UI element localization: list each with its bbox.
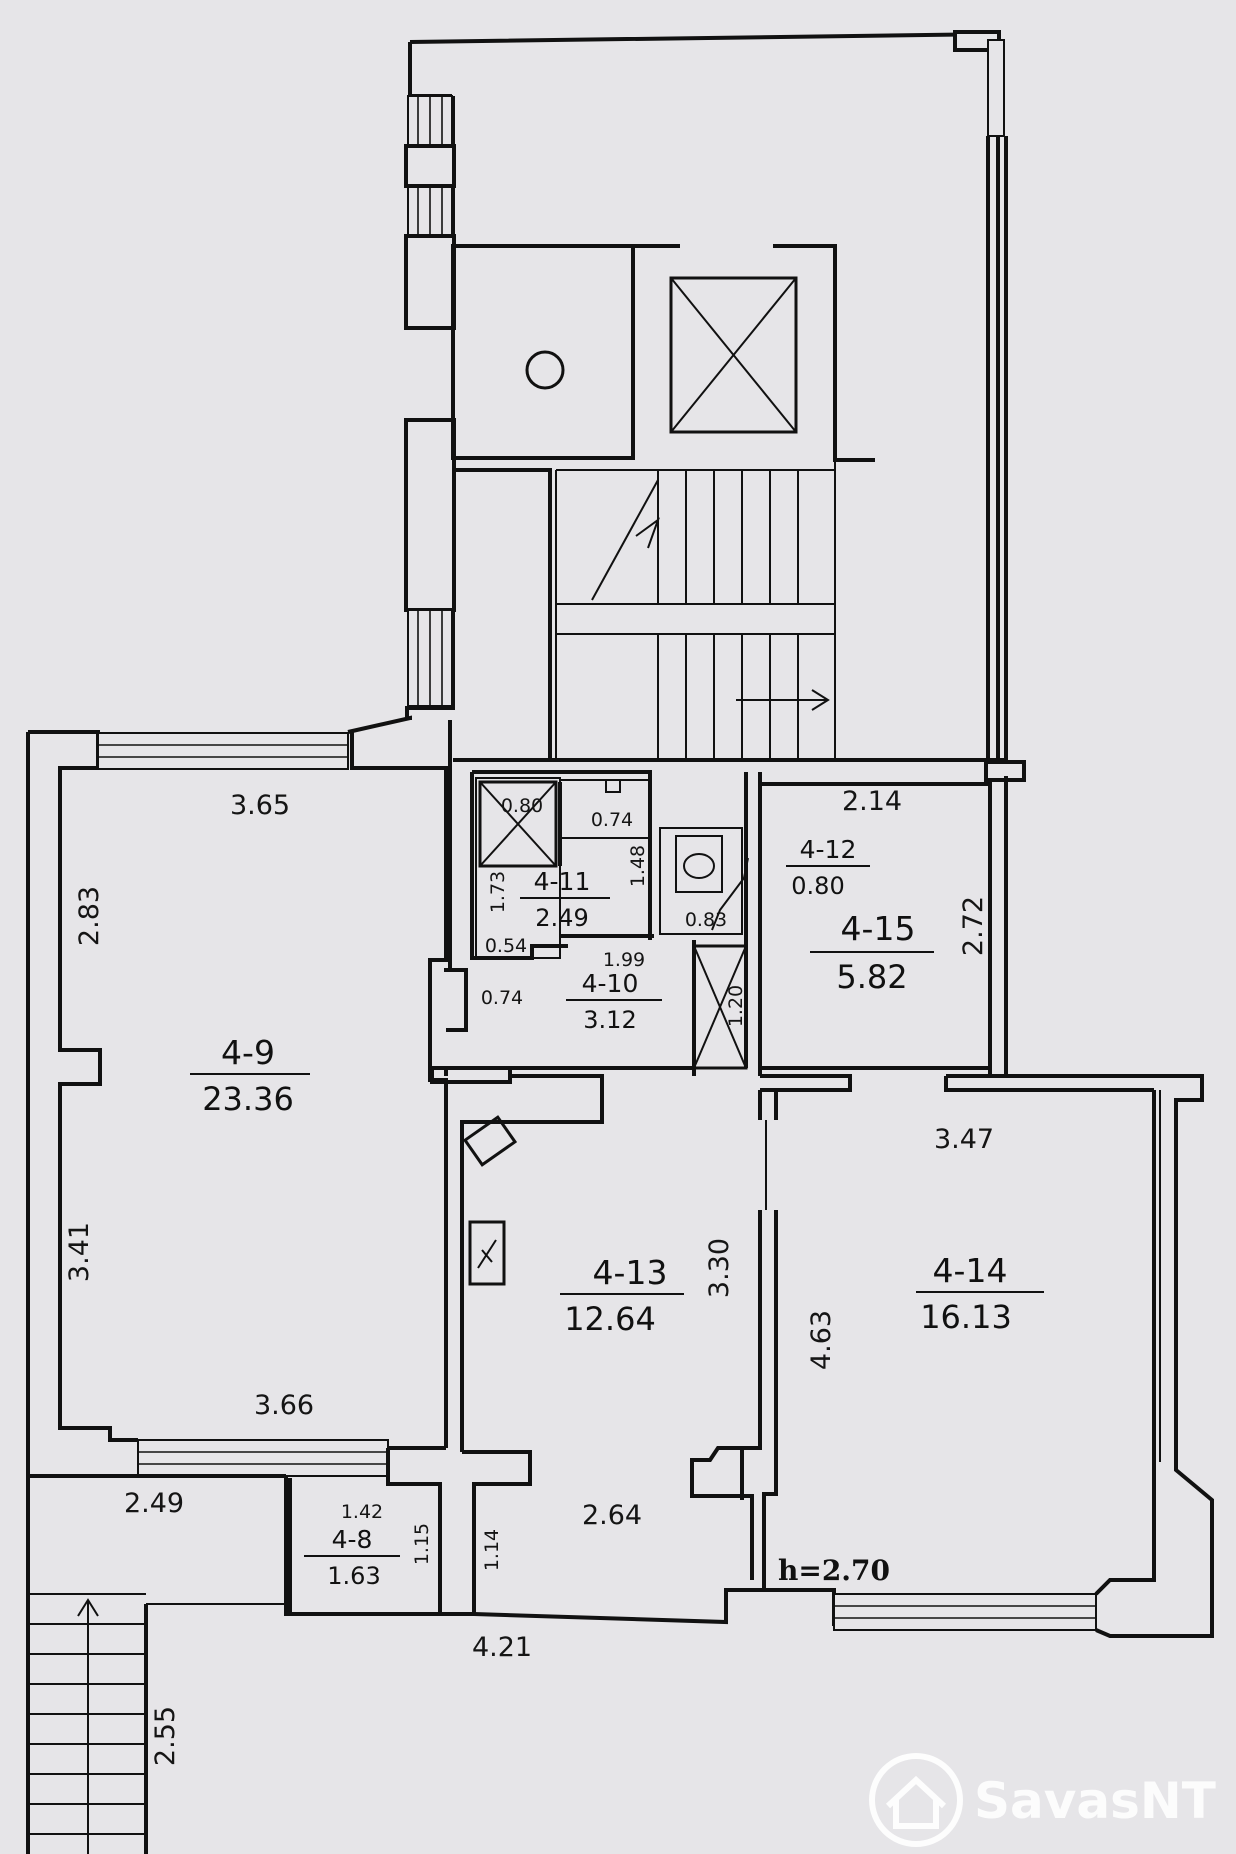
stairwell-block [404, 30, 1026, 1075]
dim-stair-length: 2.55 [150, 1706, 181, 1766]
apartment-walls [26, 715, 1214, 1854]
watermark-brand: SavasNT [974, 1772, 1216, 1830]
dim-r15-top: 2.14 [842, 786, 902, 817]
room-area: 3.12 [583, 1006, 636, 1034]
dim-r8-height: 1.15 [411, 1523, 433, 1565]
room-id: 4-15 [841, 909, 916, 948]
room-area: 16.13 [920, 1298, 1012, 1336]
room-4-9-window-bottom [137, 1439, 389, 1477]
room-4-15-walls [758, 776, 1008, 1076]
room-area: 2.49 [535, 904, 588, 932]
dim-r10-left: 0.74 [481, 987, 523, 1009]
toilet-icon [675, 835, 723, 893]
dim-r9-bottom: 3.66 [254, 1390, 314, 1421]
house-logo-icon [869, 1753, 963, 1847]
room-4-12-label: 4-12 0.80 [786, 835, 870, 900]
room-4-15-label: 4-15 5.82 [810, 909, 934, 996]
room-area: 12.64 [564, 1300, 656, 1338]
dim-r13-bottom: 2.64 [582, 1500, 642, 1531]
dim-r12-width: 0.83 [685, 909, 727, 931]
room-4-11-label: 4-11 2.49 [520, 867, 610, 932]
dim-r8-width: 1.42 [341, 1501, 383, 1523]
dim-r14-left: 4.63 [806, 1310, 837, 1370]
room-id: 4-9 [221, 1033, 275, 1072]
dim-r11-sink: 0.74 [591, 809, 633, 831]
room-4-9-window-top [97, 732, 349, 770]
stairwell-window-upper [404, 95, 456, 237]
ventilation-icon [525, 350, 565, 390]
stairwell-window-lower [407, 609, 453, 707]
room-4-10-label: 4-10 3.12 [566, 969, 662, 1034]
room-area: 0.80 [791, 872, 844, 900]
room-id: 4-14 [933, 1251, 1008, 1290]
room-4-14-window-bottom [833, 1593, 1097, 1631]
stove-icon [462, 1115, 518, 1167]
watermark: SavasNT [869, 1753, 1216, 1847]
shower-icon [478, 780, 558, 868]
dimension-labels: 3.65 2.83 3.41 3.66 2.49 1.42 1.15 2.55 … [64, 786, 994, 1766]
dim-r15-right: 2.72 [958, 896, 989, 956]
room-id: 4-11 [534, 867, 591, 896]
entrance-stairs-icon [28, 1593, 146, 1854]
dim-r10-width: 1.99 [603, 949, 645, 971]
dim-r11-bottom: 0.54 [485, 935, 527, 957]
dim-r8-left: 2.49 [124, 1488, 184, 1519]
room-id: 4-10 [582, 969, 639, 998]
room-id: 4-13 [593, 1253, 668, 1292]
dim-r9-top: 3.65 [230, 790, 290, 821]
room-area: 23.36 [202, 1080, 294, 1118]
stairs-icon [556, 460, 836, 760]
sink-icon [605, 779, 621, 793]
dim-r11-sink-h: 1.48 [627, 845, 649, 887]
dim-r9-left-upper: 2.83 [74, 886, 105, 946]
dim-r13-side: 3.30 [704, 1238, 735, 1298]
stairwell-right-window [987, 39, 1005, 137]
room-area: 1.63 [327, 1562, 380, 1590]
room-id: 4-12 [800, 835, 857, 864]
room-4-13-label: 4-13 12.64 [560, 1253, 684, 1338]
room-4-9-label: 4-9 23.36 [190, 1033, 310, 1118]
room-id: 4-8 [332, 1525, 373, 1554]
dim-r14-top: 3.47 [934, 1124, 994, 1155]
dim-r11-height: 1.73 [487, 871, 509, 913]
ceiling-height-note: h=2.70 [778, 1554, 890, 1587]
dim-r11-shower: 0.80 [501, 795, 543, 817]
dim-r9-left-lower: 3.41 [64, 1222, 95, 1282]
room-4-14-label: 4-14 16.13 [916, 1251, 1044, 1336]
room-4-8-label: 4-8 1.63 [304, 1525, 400, 1590]
kitchen-sink-icon [468, 1220, 506, 1286]
dim-r10-right: 1.20 [725, 985, 747, 1027]
dim-bottom-total: 4.21 [472, 1632, 532, 1663]
elevator-shaft-icon [631, 244, 875, 462]
dim-r13-lower: 1.14 [481, 1529, 503, 1571]
room-area: 5.82 [836, 958, 907, 996]
